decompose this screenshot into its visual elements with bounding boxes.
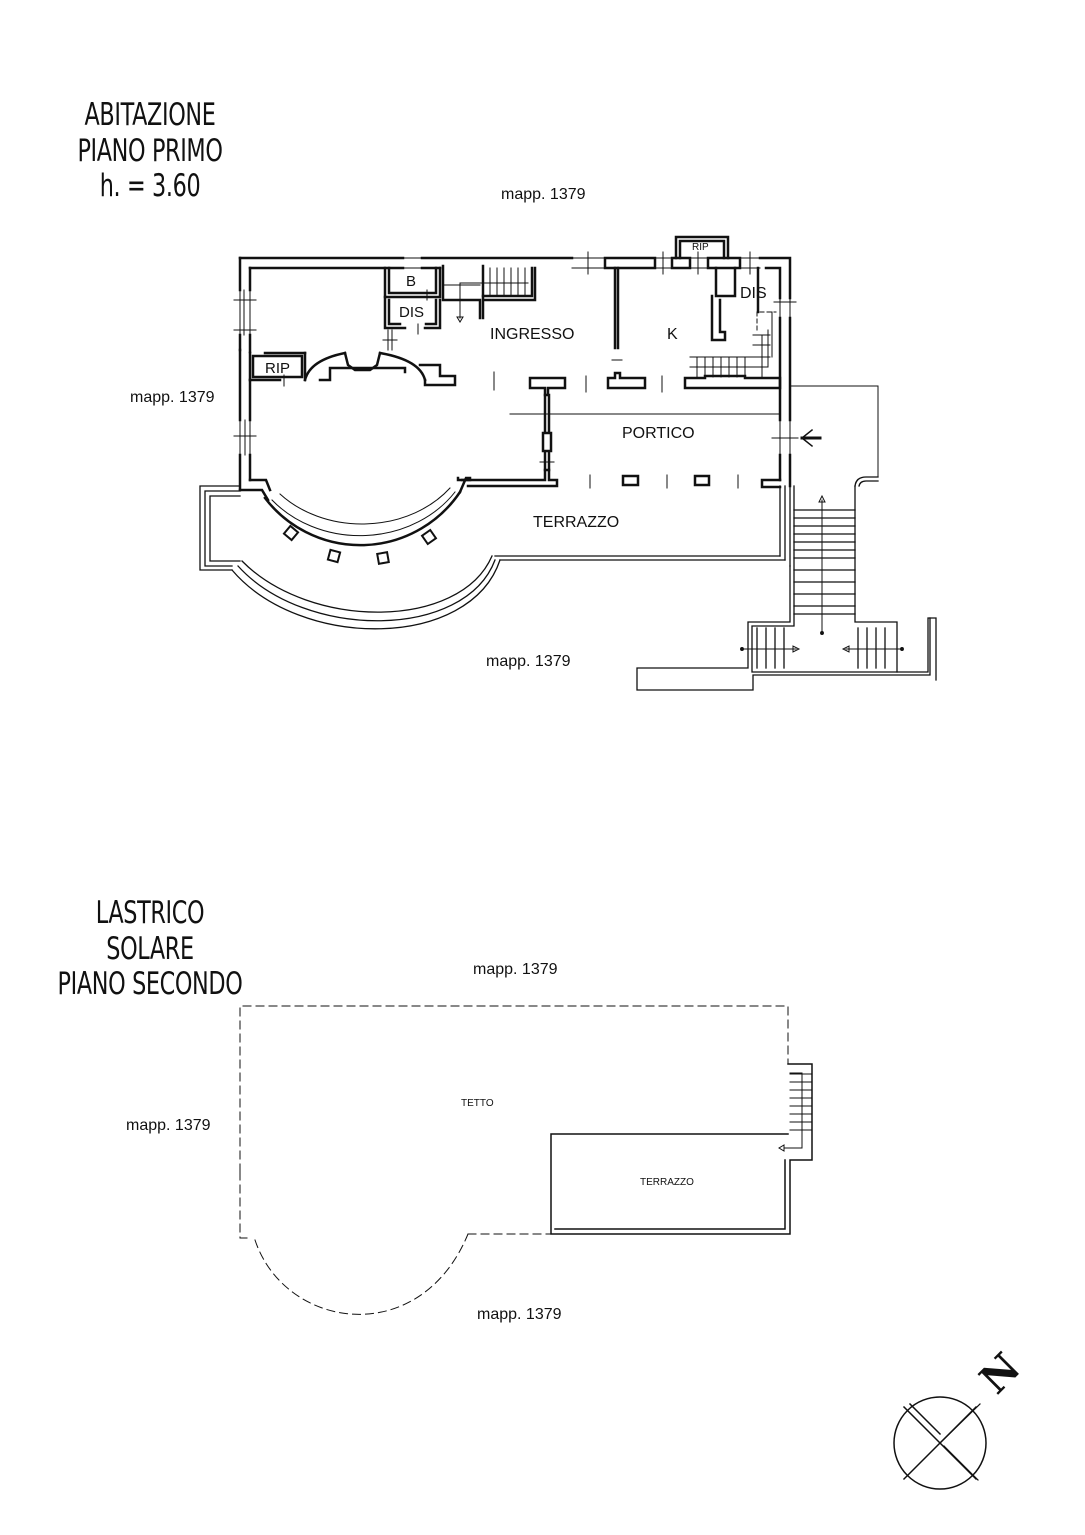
room-label-kitchen: K [667, 326, 678, 343]
floor2-title-line-2: PIANO SECONDO [57, 966, 243, 1003]
entrance-arrow-icon [800, 428, 822, 448]
room-label-storage-left: RIP [265, 360, 291, 377]
floor1-parcel-label-west: mapp. 1379 [130, 389, 215, 406]
floor1-outer-walls [238, 235, 792, 492]
floor2-parcel-label-north: mapp. 1379 [473, 961, 558, 978]
floor1-title-line-1: ABITAZIONE [84, 97, 216, 133]
room-label-entrance: INGRESSO [490, 326, 575, 343]
room-label-bath: B [406, 273, 417, 290]
floor1-windows [233, 251, 799, 456]
floor2-parcel-label-west: mapp. 1379 [126, 1117, 211, 1134]
floor1-bay-window [238, 476, 472, 547]
floor1-title: ABITAZIONE PIANO PRIMO h. = 3.60 [64, 97, 237, 205]
room-label-terrace-floor1: TERRAZZO [533, 514, 620, 531]
floor2-terrace-walls [550, 1063, 813, 1235]
floor1-parcel-label-north: mapp. 1379 [501, 186, 586, 203]
floor1-interior-walls [248, 264, 782, 489]
room-label-porch: PORTICO [622, 425, 695, 442]
room-label-hall-left: DIS [399, 304, 425, 321]
floor2-parcel-label-south: mapp. 1379 [477, 1306, 562, 1323]
floor1-title-line-3: h. = 3.60 [99, 168, 201, 205]
room-label-terrace-floor2: TERRAZZO [640, 1177, 694, 1188]
floor2-title: LASTRICO SOLARE PIANO SECONDO [56, 895, 243, 1003]
north-arrow-icon [893, 1396, 987, 1490]
floor2-roof-outline [239, 1005, 789, 1315]
floor1-parcel-label-south: mapp. 1379 [486, 653, 571, 670]
floor1-terrace-parapet [199, 485, 791, 630]
floor1-title-line-2: PIANO PRIMO [77, 132, 223, 169]
room-label-storage-top: RIP [692, 242, 709, 253]
floor1-external-stairs [636, 476, 937, 691]
room-label-hall-right: DIS [740, 285, 767, 302]
floor2-title-line-1: LASTRICO SOLARE [95, 895, 205, 967]
room-label-roof: TETTO [461, 1098, 494, 1109]
